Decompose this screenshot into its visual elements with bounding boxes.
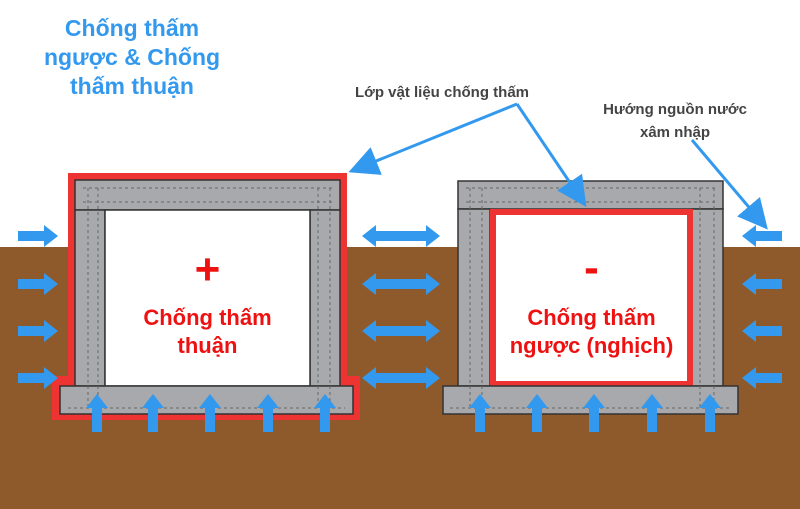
right-wall xyxy=(691,208,724,387)
double-arrow-icon xyxy=(362,273,440,295)
double-arrow-icon xyxy=(362,367,440,389)
label-line: ngược (nghịch) xyxy=(509,333,674,358)
label-line: Chống thấm xyxy=(527,305,656,330)
roof-slab xyxy=(74,179,341,211)
left-structure-positive xyxy=(52,173,360,420)
double-arrow-icon xyxy=(362,320,440,342)
plus-sign: + xyxy=(194,245,221,294)
arrows-upward xyxy=(86,394,721,432)
double-arrow-icon xyxy=(362,225,440,247)
callout-lines xyxy=(348,102,768,230)
arrow-left-icon xyxy=(742,225,782,247)
left-wall xyxy=(457,208,491,387)
title-line: ngược & Chống xyxy=(43,44,221,70)
material-layer-label: Lớp vật liệu chống thấm xyxy=(355,84,530,101)
water-arrows xyxy=(18,225,782,432)
arrow-right-icon xyxy=(18,320,58,342)
water-direction-line: Hướng nguồn nước xyxy=(603,101,747,118)
arrow-up-icon xyxy=(86,394,108,432)
roof-slab xyxy=(457,180,724,210)
callout-line-right-membrane xyxy=(515,103,587,207)
arrow-up-icon xyxy=(641,394,663,432)
arrow-left-icon xyxy=(742,320,782,342)
left-wall xyxy=(74,209,106,387)
arrow-up-icon xyxy=(583,394,605,432)
diagram-title: Chống thấm ngược & Chống thấm thuận xyxy=(22,14,242,101)
arrows-middle-double xyxy=(362,225,440,389)
arrow-left-icon xyxy=(742,273,782,295)
callout-line-left-membrane xyxy=(348,102,518,175)
arrow-up-icon xyxy=(257,394,279,432)
arrow-right-icon xyxy=(18,367,58,389)
title-line: Chống thấm xyxy=(64,15,200,41)
left-structure-label: Chống thấm thuận xyxy=(105,304,310,360)
arrows-right-side xyxy=(742,225,782,389)
right-structure-negative xyxy=(442,180,739,415)
right-structure-label: Chống thấm ngược (nghịch) xyxy=(493,304,690,360)
arrow-up-icon xyxy=(469,394,491,432)
arrow-up-icon xyxy=(526,394,548,432)
arrow-left-icon xyxy=(742,367,782,389)
arrow-up-icon xyxy=(142,394,164,432)
arrow-up-icon xyxy=(314,394,336,432)
water-direction-label: Hướng nguồn nước xâm nhập xyxy=(590,98,760,144)
label-line: thuận xyxy=(177,333,238,358)
right-wall xyxy=(309,209,341,387)
rebar-lines xyxy=(68,187,345,410)
arrow-up-icon xyxy=(199,394,221,432)
rebar-lines xyxy=(450,187,730,410)
callout-line-water-direction xyxy=(690,139,768,230)
arrows-left-side xyxy=(18,225,58,389)
minus-sign: - xyxy=(584,243,599,292)
arrow-right-icon xyxy=(18,273,58,295)
title-line: thấm thuận xyxy=(70,73,194,99)
label-line: Chống thấm xyxy=(143,305,272,330)
arrow-right-icon xyxy=(18,225,58,247)
inner-membrane xyxy=(490,209,693,387)
water-direction-line: xâm nhập xyxy=(639,124,711,141)
arrow-up-icon xyxy=(699,394,721,432)
